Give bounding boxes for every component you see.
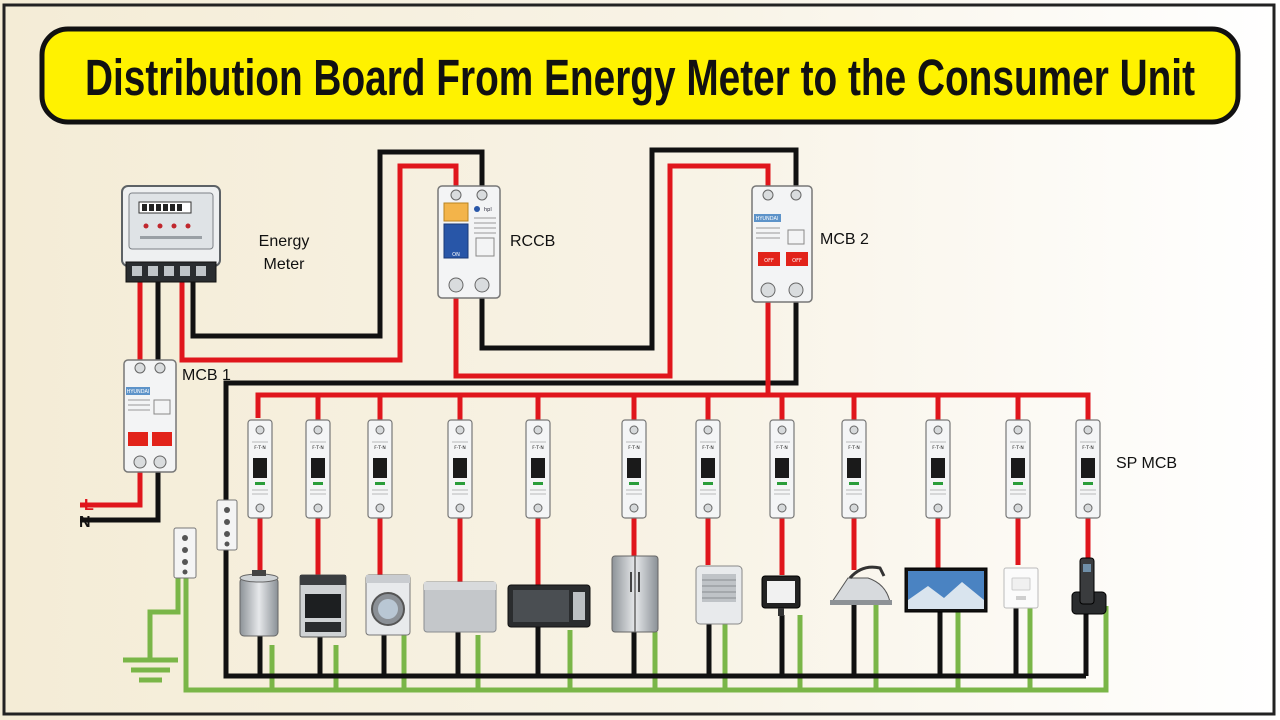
sp-mcb-toggle-2	[311, 458, 325, 478]
sp-mcb-brand-7: F·T·N	[702, 445, 714, 451]
sp-mcb-brand-5: F·T·N	[532, 445, 544, 451]
sp-mcb-4: F·T·N	[447, 419, 473, 519]
sp-mcb-brand-8: F·T·N	[776, 445, 788, 451]
sp-mcb-toggle-6	[627, 458, 641, 478]
sp-mcb-toggle-3	[373, 458, 387, 478]
mcb2-off-1: OFF	[764, 258, 774, 264]
flood-light-icon	[761, 575, 801, 616]
washing-machine-icon	[365, 574, 411, 636]
sp-mcb-7: F·T·N	[695, 419, 721, 519]
neutral-meter-to-rccb	[190, 149, 485, 339]
wiring	[80, 147, 1109, 693]
title-banner: Distribution Board From Energy Meter to …	[39, 26, 1241, 125]
live-wires	[80, 163, 1091, 585]
mcb1-brand: HYUNDAI	[127, 389, 150, 395]
mcb1-label: MCB 1	[182, 367, 231, 384]
neutral-bus	[223, 302, 1086, 679]
sp-mcb-12: F·T·N	[1075, 419, 1101, 519]
sp-mcb-2: F·T·N	[305, 419, 331, 519]
sp-mcb-toggle-8	[775, 458, 789, 478]
sp-mcb-brand-12: F·T·N	[1082, 445, 1094, 451]
sp-mcb-toggle-9	[847, 458, 861, 478]
live-meter-to-rccb	[179, 163, 459, 363]
sp-mcb-10: F·T·N	[925, 419, 951, 519]
energy-meter-label-2: Meter	[264, 256, 306, 273]
boiler-icon	[239, 570, 279, 637]
sp-mcb-toggle-1	[253, 458, 267, 478]
mcb2-device: HYUNDAI OFF OFF	[751, 185, 813, 303]
sp-mcb-brand-10: F·T·N	[932, 445, 944, 451]
sp-mcb-brand-11: F·T·N	[1012, 445, 1024, 451]
energy-meter-label-1: Energy	[259, 233, 310, 250]
sp-mcb-9: F·T·N	[841, 419, 867, 519]
sp-mcb-brand-2: F·T·N	[312, 445, 324, 451]
title-box	[39, 26, 1241, 125]
appliances	[239, 555, 1107, 638]
telephone-icon	[1071, 557, 1107, 615]
outer-frame	[2, 3, 1276, 716]
sp-mcb-toggle-12	[1081, 458, 1095, 478]
microwave-icon	[507, 584, 591, 628]
mcb2-off-2: OFF	[792, 258, 802, 264]
television-icon	[904, 567, 988, 613]
refrigerator-icon	[611, 555, 659, 633]
energy-meter	[121, 185, 221, 283]
neutral-label: N	[79, 514, 91, 531]
sp-mcb-label: SP MCB	[1116, 455, 1177, 472]
sp-mcb-3: F·T·N	[367, 419, 393, 519]
air-cooler-icon	[695, 565, 743, 625]
live-incoming	[80, 470, 143, 508]
sp-mcb-6: F·T·N	[621, 419, 647, 519]
neutral-rccb-to-mcb2	[479, 147, 799, 351]
sp-mcb-toggle-10	[931, 458, 945, 478]
rccb-on-text: ON	[452, 252, 460, 258]
rccb-test-button	[443, 202, 469, 222]
sp-mcb-toggle-4	[453, 458, 467, 478]
socket-icon	[1003, 567, 1039, 609]
rccb-logo	[474, 206, 480, 212]
mcb2-toggle-1	[758, 252, 780, 266]
live-label: L	[84, 497, 94, 514]
earth-bus	[183, 578, 1109, 693]
rccb-brand: hpl	[484, 207, 492, 213]
iron-icon	[830, 565, 892, 605]
sp-mcb-brand-3: F·T·N	[374, 445, 386, 451]
mcb2-brand-strip	[754, 214, 781, 222]
mcb1-toggle-2	[152, 432, 172, 446]
neutral-link-bar	[216, 499, 238, 551]
mcb2-brand: HYUNDAI	[756, 216, 779, 222]
sp-mcb-brand-6: F·T·N	[628, 445, 640, 451]
live-rccb-to-mcb2	[453, 163, 771, 379]
mcb1-device: HYUNDAI	[123, 359, 177, 473]
cooker-icon	[299, 574, 347, 638]
sp-mcb-1: F·T·N	[247, 419, 273, 519]
sp-mcb-toggle-11	[1011, 458, 1025, 478]
earth-lead	[147, 578, 181, 660]
mcb2-label: MCB 2	[820, 231, 869, 248]
sp-mcb-row: F·T·N F·T·N F·T·N F·T·N F·T·N F·T·N F·T·N F·T·N…	[247, 419, 1101, 519]
sp-mcb-toggle-7	[701, 458, 715, 478]
earth-link-bar	[173, 527, 197, 579]
sp-mcb-11: F·T·N	[1005, 419, 1031, 519]
rccb-label: RCCB	[510, 233, 555, 250]
freezer-icon	[423, 581, 497, 633]
rccb-device: ON hpl	[437, 185, 501, 299]
neutral-incoming	[80, 470, 161, 523]
earth-wires	[123, 578, 1109, 693]
sp-mcb-toggle-5	[531, 458, 545, 478]
neutral-wires	[80, 147, 1089, 679]
sp-mcb-brand-1: F·T·N	[254, 445, 266, 451]
sp-mcb-brand-4: F·T·N	[454, 445, 466, 451]
mcb2-toggle-2	[786, 252, 808, 266]
live-bus	[255, 392, 1091, 424]
sp-mcb-8: F·T·N	[769, 419, 795, 519]
rccb-toggle	[443, 223, 469, 259]
sp-mcb-brand-9: F·T·N	[848, 445, 860, 451]
mcb1-toggle-1	[128, 432, 148, 446]
page-title: Distribution Board From Energy Meter to …	[85, 49, 1195, 106]
mcb1-brand-strip	[126, 387, 150, 395]
sp-mcb-5: F·T·N	[525, 419, 551, 519]
